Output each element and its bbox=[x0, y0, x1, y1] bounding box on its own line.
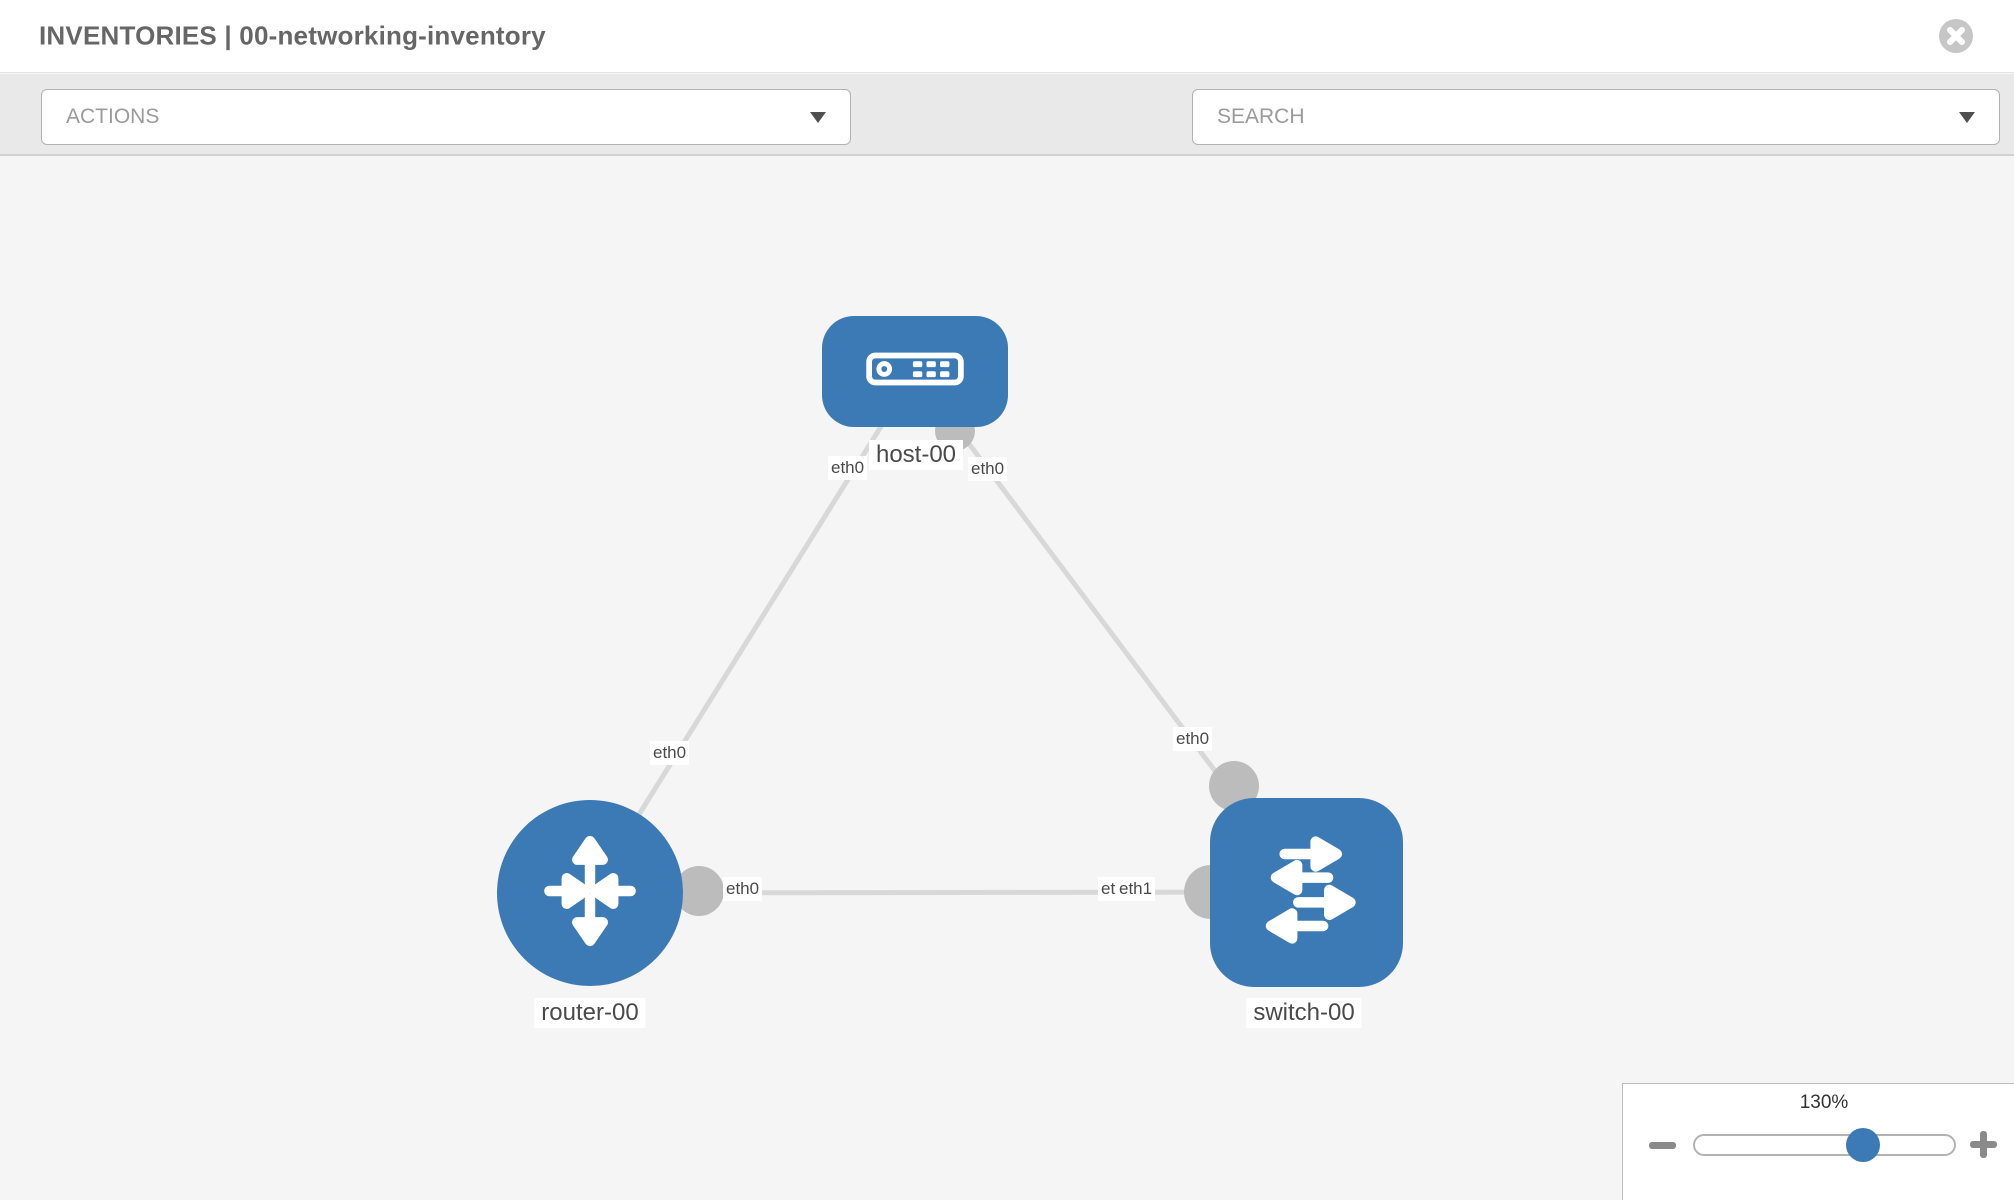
interface-label: eth0 bbox=[1173, 727, 1213, 751]
interface-label: eth0 bbox=[968, 457, 1008, 481]
plus-icon bbox=[1980, 1131, 1987, 1158]
zoom-out-button[interactable] bbox=[1649, 1134, 1677, 1156]
node-host-00[interactable] bbox=[822, 316, 1008, 427]
interface-label: eth0 bbox=[828, 456, 868, 480]
interface-label: eth0 bbox=[723, 877, 763, 901]
node-router-00[interactable] bbox=[497, 800, 683, 986]
page-title: INVENTORIES | 00-networking-inventory bbox=[39, 20, 546, 51]
topology-links-layer bbox=[587, 370, 1308, 919]
search-dropdown[interactable]: SEARCH bbox=[1192, 89, 2000, 145]
minus-icon bbox=[1649, 1142, 1676, 1149]
zoom-slider-thumb[interactable] bbox=[1846, 1128, 1880, 1162]
router-icon bbox=[532, 833, 648, 954]
chevron-down-icon bbox=[1959, 112, 1975, 123]
close-button[interactable] bbox=[1938, 18, 1974, 54]
topology-canvas[interactable]: eth0 host-00 eth0 eth0 eth0 eth0 eth0 et… bbox=[0, 156, 2014, 1200]
chevron-down-icon bbox=[810, 112, 826, 123]
actions-dropdown-label: ACTIONS bbox=[66, 105, 160, 128]
host-icon bbox=[866, 352, 964, 391]
interface-label: eth0 bbox=[650, 741, 690, 765]
node-switch-00[interactable] bbox=[1210, 798, 1403, 987]
toolbar: ACTIONS SEARCH bbox=[0, 74, 2014, 208]
actions-dropdown[interactable]: ACTIONS bbox=[41, 89, 851, 145]
search-placeholder: SEARCH bbox=[1217, 105, 1305, 128]
zoom-level-value: 130% bbox=[1799, 1092, 1849, 1113]
node-label-switch-00: switch-00 bbox=[1246, 998, 1362, 1028]
interface-label: eth1 bbox=[1116, 877, 1156, 901]
interface-bubble-router bbox=[674, 866, 724, 916]
node-label-host-00: host-00 bbox=[868, 440, 964, 470]
switch-icon bbox=[1245, 828, 1369, 957]
header: INVENTORIES | 00-networking-inventory bbox=[0, 0, 2014, 73]
node-label-router-00: router-00 bbox=[534, 998, 646, 1028]
zoom-slider-track[interactable] bbox=[1693, 1134, 1956, 1156]
close-icon bbox=[1938, 19, 1974, 58]
zoom-in-button[interactable] bbox=[1969, 1129, 1999, 1161]
zoom-control-panel: 130% bbox=[1622, 1083, 2014, 1200]
